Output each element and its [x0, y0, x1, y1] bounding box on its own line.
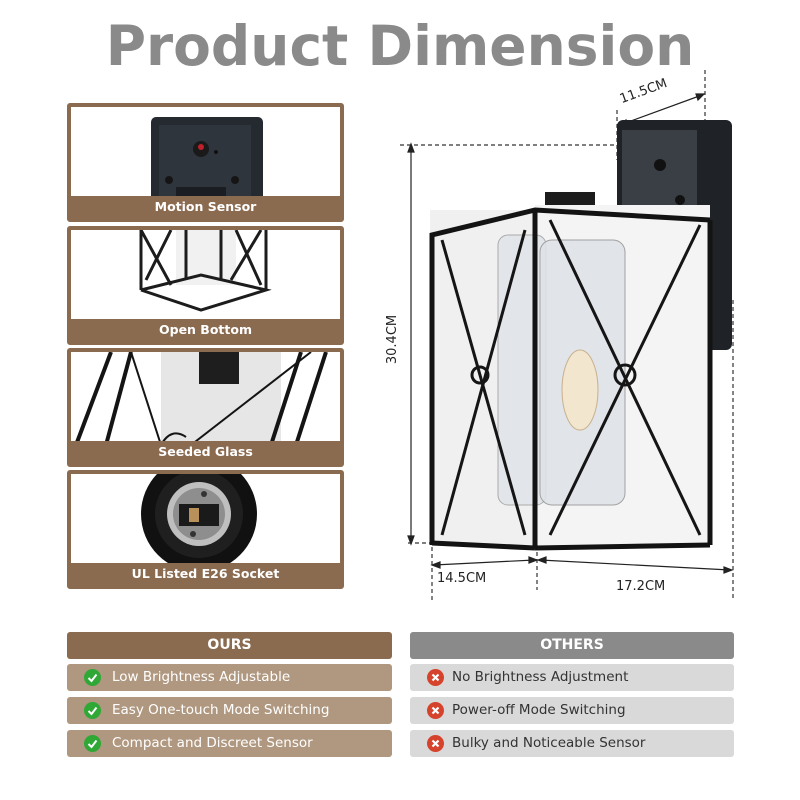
x-icon [427, 735, 444, 752]
height-dimension-label: 30.4CM [385, 314, 401, 365]
others-item-text: Power-off Mode Switching [452, 702, 626, 718]
feature-panel-seeded-glass: Seeded Glass [67, 348, 344, 467]
others-item-text: Bulky and Noticeable Sensor [452, 735, 646, 751]
x-icon [427, 669, 444, 686]
feature-panel-motion-sensor: Motion Sensor [67, 103, 344, 222]
feature-panel-open-bottom: Open Bottom [67, 226, 344, 345]
product-dimension-diagram: 11.5CM 30.4CM 14.5CM 17.2CM [380, 70, 780, 610]
feature-label: Seeded Glass [71, 441, 340, 463]
ours-row: Easy One-touch Mode Switching [67, 697, 392, 724]
x-icon [427, 702, 444, 719]
ours-row: Compact and Discreet Sensor [67, 730, 392, 757]
front-width-dimension-label: 14.5CM [437, 571, 487, 586]
others-row: Power-off Mode Switching [410, 697, 734, 724]
check-icon [84, 702, 101, 719]
ours-item-text: Compact and Discreet Sensor [112, 735, 313, 751]
check-icon [84, 669, 101, 686]
ours-row: Low Brightness Adjustable [67, 664, 392, 691]
ours-item-text: Easy One-touch Mode Switching [112, 702, 330, 718]
seeded-glass-image [71, 352, 340, 445]
wall-light-illustration [400, 70, 734, 600]
side-width-dimension-label: 17.2CM [616, 579, 666, 594]
e26-socket-image [71, 474, 340, 567]
others-row: No Brightness Adjustment [410, 664, 734, 691]
others-header: OTHERS [410, 632, 734, 659]
ours-item-text: Low Brightness Adjustable [112, 669, 291, 685]
page-title: Product Dimension [105, 14, 695, 78]
feature-label: Open Bottom [71, 319, 340, 341]
feature-panel-e26-socket: UL Listed E26 Socket [67, 470, 344, 589]
feature-label: Motion Sensor [71, 196, 340, 218]
motion-sensor-image [71, 107, 340, 200]
check-icon [84, 735, 101, 752]
ours-header: OURS [67, 632, 392, 659]
others-item-text: No Brightness Adjustment [452, 669, 629, 685]
feature-label: UL Listed E26 Socket [71, 563, 340, 585]
others-row: Bulky and Noticeable Sensor [410, 730, 734, 757]
open-bottom-image [71, 230, 340, 323]
